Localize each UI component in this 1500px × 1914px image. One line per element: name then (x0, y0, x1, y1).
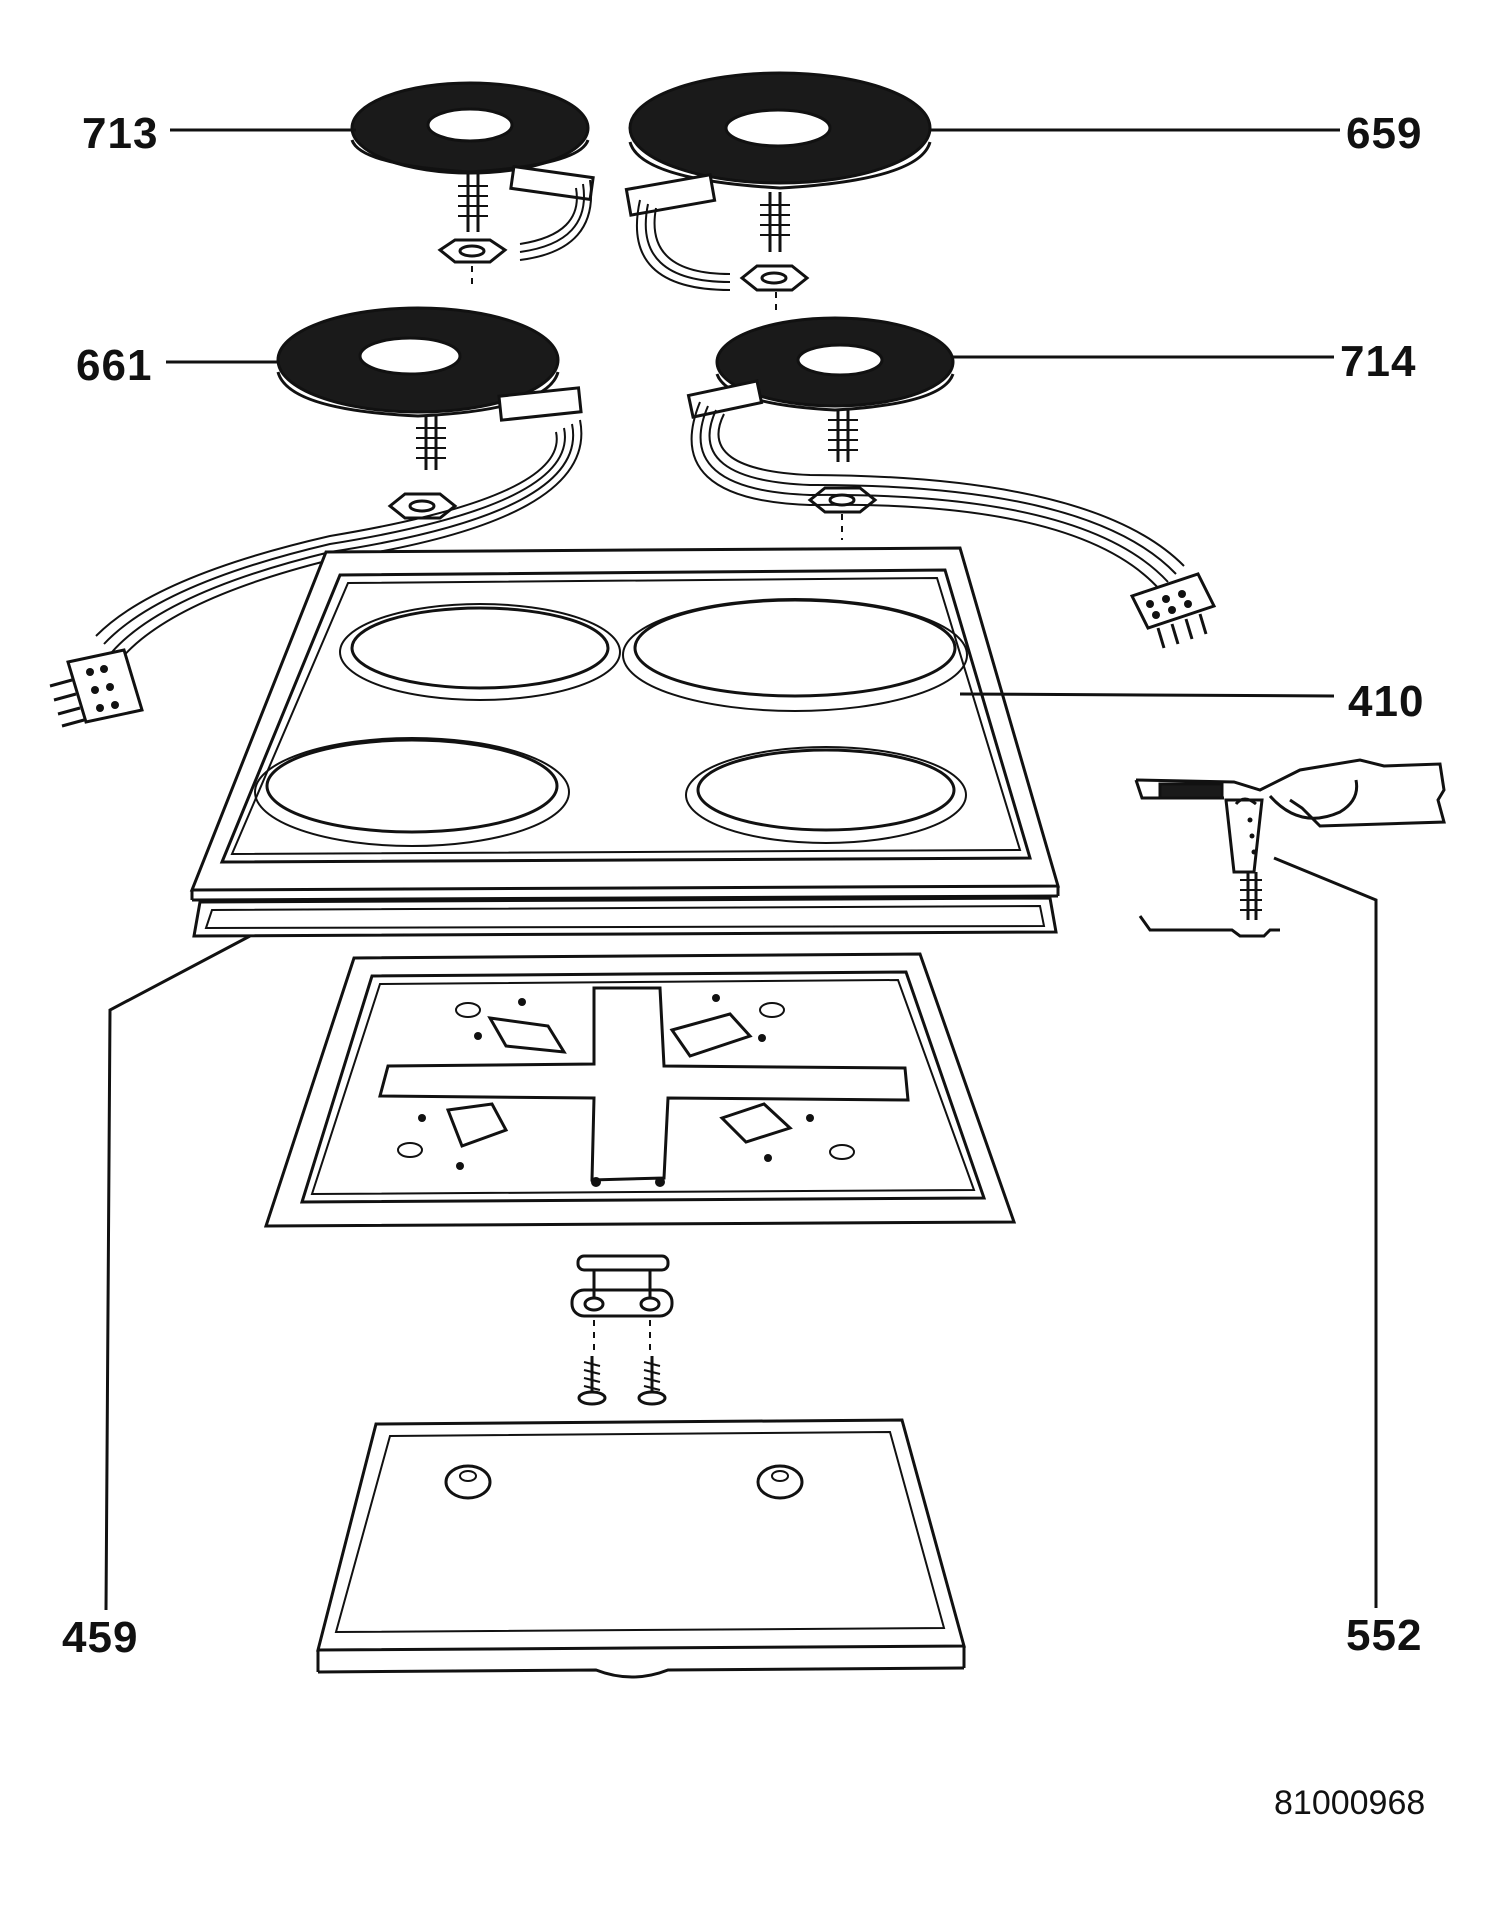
callout-410: 410 (1348, 677, 1425, 726)
detail-bracket-552 (1134, 758, 1446, 938)
hotplate-714 (686, 316, 1217, 649)
hotplate-713 (350, 81, 595, 290)
leader-lines (104, 128, 1378, 1611)
bottom-tray (316, 1418, 966, 1679)
screw-right (637, 1356, 667, 1406)
document-number: 81000968 (1274, 1784, 1426, 1822)
callout-713: 713 (82, 109, 159, 158)
leader-459 (104, 934, 251, 1611)
connector-plug-left (49, 648, 144, 728)
callout-659: 659 (1346, 109, 1423, 158)
hob-top-plate-410 (189, 546, 1060, 902)
fixing-clip (570, 1254, 674, 1350)
callout-552: 552 (1346, 1611, 1423, 1660)
support-plate (263, 952, 1017, 1228)
callout-459: 459 (62, 1613, 139, 1662)
callout-714: 714 (1340, 337, 1417, 386)
connector-plug-right (1129, 572, 1217, 649)
callout-661: 661 (76, 341, 153, 390)
leader-410 (959, 692, 1335, 698)
hotplate-659 (624, 71, 932, 312)
hotplate-661 (49, 306, 583, 728)
screw-left (577, 1356, 607, 1406)
seal-459 (192, 896, 1058, 938)
leader-552 (1273, 856, 1378, 1608)
